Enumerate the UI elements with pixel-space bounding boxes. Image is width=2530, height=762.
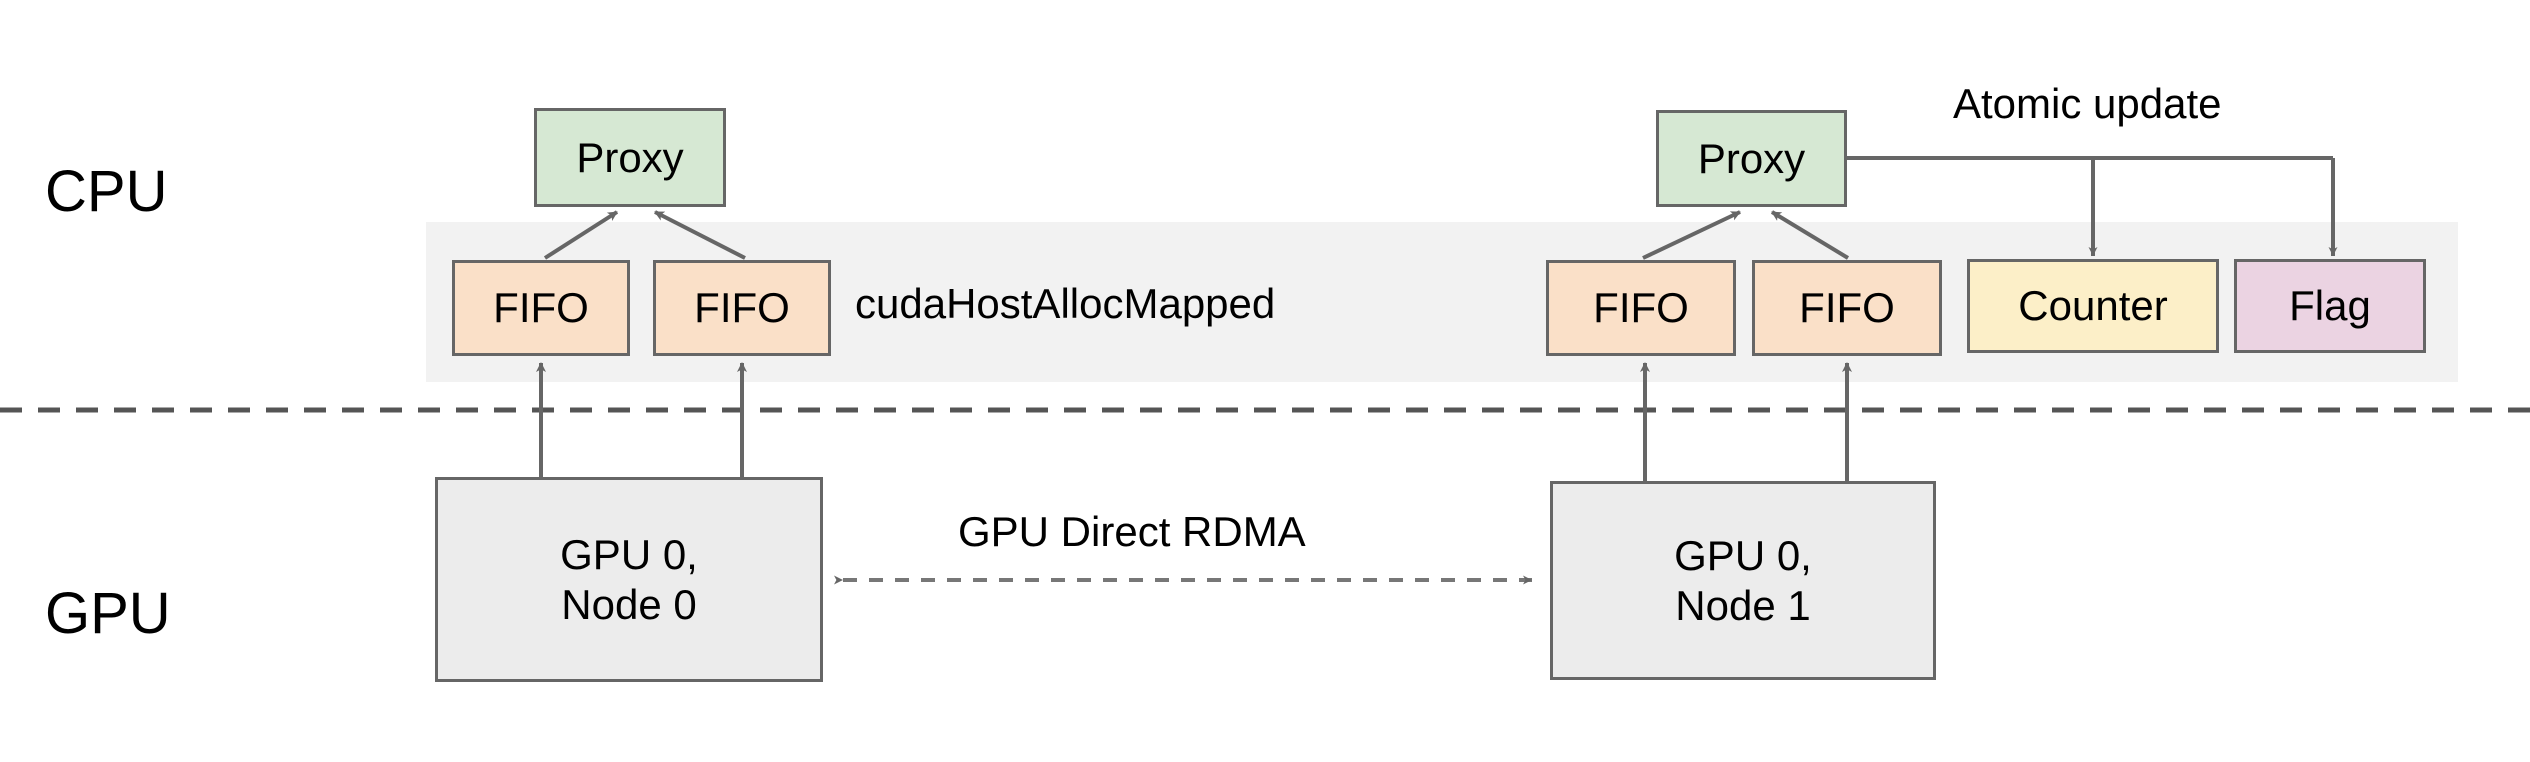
left-proxy-box[interactable]: Proxy: [534, 108, 726, 207]
gpu-section-label: GPU: [45, 581, 171, 646]
gpu-node-1-box[interactable]: GPU 0, Node 1: [1550, 481, 1936, 680]
right-proxy-box[interactable]: Proxy: [1656, 110, 1847, 207]
left-fifo-a-box[interactable]: FIFO: [452, 260, 630, 356]
left-fifo-b-box[interactable]: FIFO: [653, 260, 831, 356]
right-fifo-b-box[interactable]: FIFO: [1752, 260, 1942, 356]
cuda-host-alloc-mapped-label: cudaHostAllocMapped: [855, 280, 1276, 327]
flag-box[interactable]: Flag: [2234, 259, 2426, 353]
atomic-update-label: Atomic update: [1953, 80, 2222, 127]
cpu-section-label: CPU: [45, 159, 168, 224]
gpu-node-0-box[interactable]: GPU 0, Node 0: [435, 477, 823, 682]
counter-box[interactable]: Counter: [1967, 259, 2219, 353]
gpu-direct-rdma-label: GPU Direct RDMA: [958, 508, 1306, 555]
right-fifo-a-box[interactable]: FIFO: [1546, 260, 1736, 356]
